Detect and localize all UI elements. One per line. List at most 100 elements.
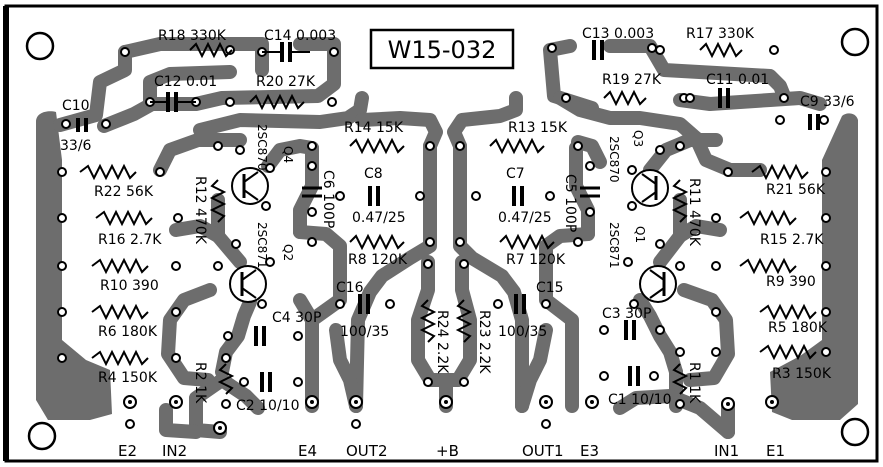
c9-ref: C9 — [800, 94, 819, 110]
svg-text:C11 0.01: C11 0.01 — [706, 72, 769, 88]
c11-ref: C11 — [706, 72, 734, 88]
c5-value: 100P — [562, 197, 578, 232]
r24-ref: R24 — [434, 310, 450, 338]
r6-ref: R6 — [98, 324, 117, 340]
c9-value: 33/6 — [823, 94, 855, 110]
c4-value: 30P — [295, 310, 321, 326]
svg-text:C14 0.003: C14 0.003 — [264, 28, 336, 44]
mounting-hole — [25, 31, 55, 61]
c8-ref: C8 — [364, 166, 383, 182]
labels-left: R18 330K C14 0.003 C12 0.01 R20 27K C10 … — [60, 28, 450, 414]
svg-text:R16 2.7K: R16 2.7K — [98, 232, 162, 248]
connector-pads — [123, 395, 779, 435]
r11-value: 470K — [686, 210, 702, 247]
connector-out1: OUT1 — [522, 442, 564, 460]
svg-text:R14 15K: R14 15K — [344, 120, 404, 136]
r20-value: 27K — [288, 74, 316, 90]
r5-value: 180K — [791, 320, 828, 336]
svg-text:R18 330K: R18 330K — [158, 28, 227, 44]
svg-text:R9 390: R9 390 — [766, 274, 816, 290]
r23-value: 2.2K — [476, 342, 492, 374]
q4-value: 2SC870 — [255, 124, 269, 171]
c4-ref: C4 — [272, 310, 291, 326]
mounting-hole — [840, 417, 870, 447]
r8-ref: R8 — [348, 252, 367, 268]
r10-value: 390 — [132, 278, 159, 294]
r12-value: 470K — [192, 208, 208, 245]
r15-ref: R15 — [760, 232, 788, 248]
svg-text:C4 30P: C4 30P — [272, 310, 321, 326]
labels-right: C13 0.003 R17 330K R19 27K C11 0.01 C9 3… — [476, 26, 855, 408]
q1-ref: Q1 — [633, 226, 647, 243]
q4-ref: Q4 — [281, 146, 295, 163]
svg-text:R24 2.2K: R24 2.2K — [434, 310, 450, 374]
svg-text:C9 33/6: C9 33/6 — [800, 94, 855, 110]
r18-value: 330K — [190, 28, 227, 44]
svg-text:C2 10/10: C2 10/10 — [236, 398, 300, 414]
svg-text:R15 2.7K: R15 2.7K — [760, 232, 824, 248]
r4-ref: R4 — [98, 370, 117, 386]
r6-value: 180K — [121, 324, 158, 340]
svg-text:C13 0.003: C13 0.003 — [582, 26, 654, 42]
copper-left — [36, 37, 443, 439]
r13-ref: R13 — [508, 120, 536, 136]
svg-text:R3 150K: R3 150K — [772, 366, 832, 382]
connector-e3: E3 — [580, 442, 599, 460]
svg-text:C3 30P: C3 30P — [602, 306, 651, 322]
q3-ref: Q3 — [631, 130, 645, 147]
c11-value: 0.01 — [738, 72, 769, 88]
c12-ref: C12 — [154, 74, 182, 90]
svg-text:R23 2.2K: R23 2.2K — [476, 310, 492, 374]
r7-ref: R7 — [506, 252, 525, 268]
mounting-hole — [27, 421, 57, 451]
c16-ref: C16 — [336, 280, 364, 296]
connector-e2: E2 — [118, 442, 137, 460]
c2-ref: C2 — [236, 398, 255, 414]
c13-ref: C13 — [582, 26, 610, 42]
c16-value: 100/35 — [340, 324, 389, 340]
svg-text:R17 330K: R17 330K — [686, 26, 755, 42]
svg-text:C12 0.01: C12 0.01 — [154, 74, 217, 90]
connector-e1: E1 — [766, 442, 785, 460]
svg-text:R20 27K: R20 27K — [256, 74, 316, 90]
r1-value: 1K — [686, 385, 702, 404]
r17-ref: R17 — [686, 26, 714, 42]
c6-value: 100P — [320, 193, 336, 228]
svg-text:R7 120K: R7 120K — [506, 252, 566, 268]
c7-ref: C7 — [506, 166, 525, 182]
r3-ref: R3 — [772, 366, 791, 382]
c12-value: 0.01 — [186, 74, 217, 90]
c1-value: 10/10 — [631, 392, 671, 408]
connector-in1: IN1 — [714, 442, 739, 460]
r21-ref: R21 — [766, 182, 794, 198]
r20-ref: R20 — [256, 74, 284, 90]
r2-ref: R2 — [192, 362, 208, 381]
q2-value: 2SC871 — [255, 222, 269, 269]
svg-text:R1 1K: R1 1K — [686, 362, 702, 404]
r12-ref: R12 — [192, 176, 208, 204]
c7-value: 0.47/25 — [498, 210, 552, 226]
c10-value: 33/6 — [60, 138, 92, 154]
r9-value: 390 — [789, 274, 816, 290]
connector-out2: OUT2 — [346, 442, 388, 460]
svg-text:R8 120K: R8 120K — [348, 252, 408, 268]
c13-value: 0.003 — [614, 26, 654, 42]
board-title: W15-032 — [388, 36, 497, 64]
q2-ref: Q2 — [281, 244, 295, 261]
svg-text:C1 10/10: C1 10/10 — [608, 392, 672, 408]
r17-value: 330K — [718, 26, 755, 42]
copper-right — [447, 39, 858, 439]
r9-ref: R9 — [766, 274, 785, 290]
r5-ref: R5 — [768, 320, 787, 336]
r8-value: 120K — [371, 252, 408, 268]
r16-ref: R16 — [98, 232, 126, 248]
r24-value: 2.2K — [434, 342, 450, 374]
r14-ref: R14 — [344, 120, 372, 136]
svg-text:R5 180K: R5 180K — [768, 320, 828, 336]
r13-value: 15K — [540, 120, 568, 136]
svg-text:R10 390: R10 390 — [100, 278, 159, 294]
r2-value: 1K — [192, 385, 208, 404]
c6-ref: C6 — [320, 170, 336, 189]
